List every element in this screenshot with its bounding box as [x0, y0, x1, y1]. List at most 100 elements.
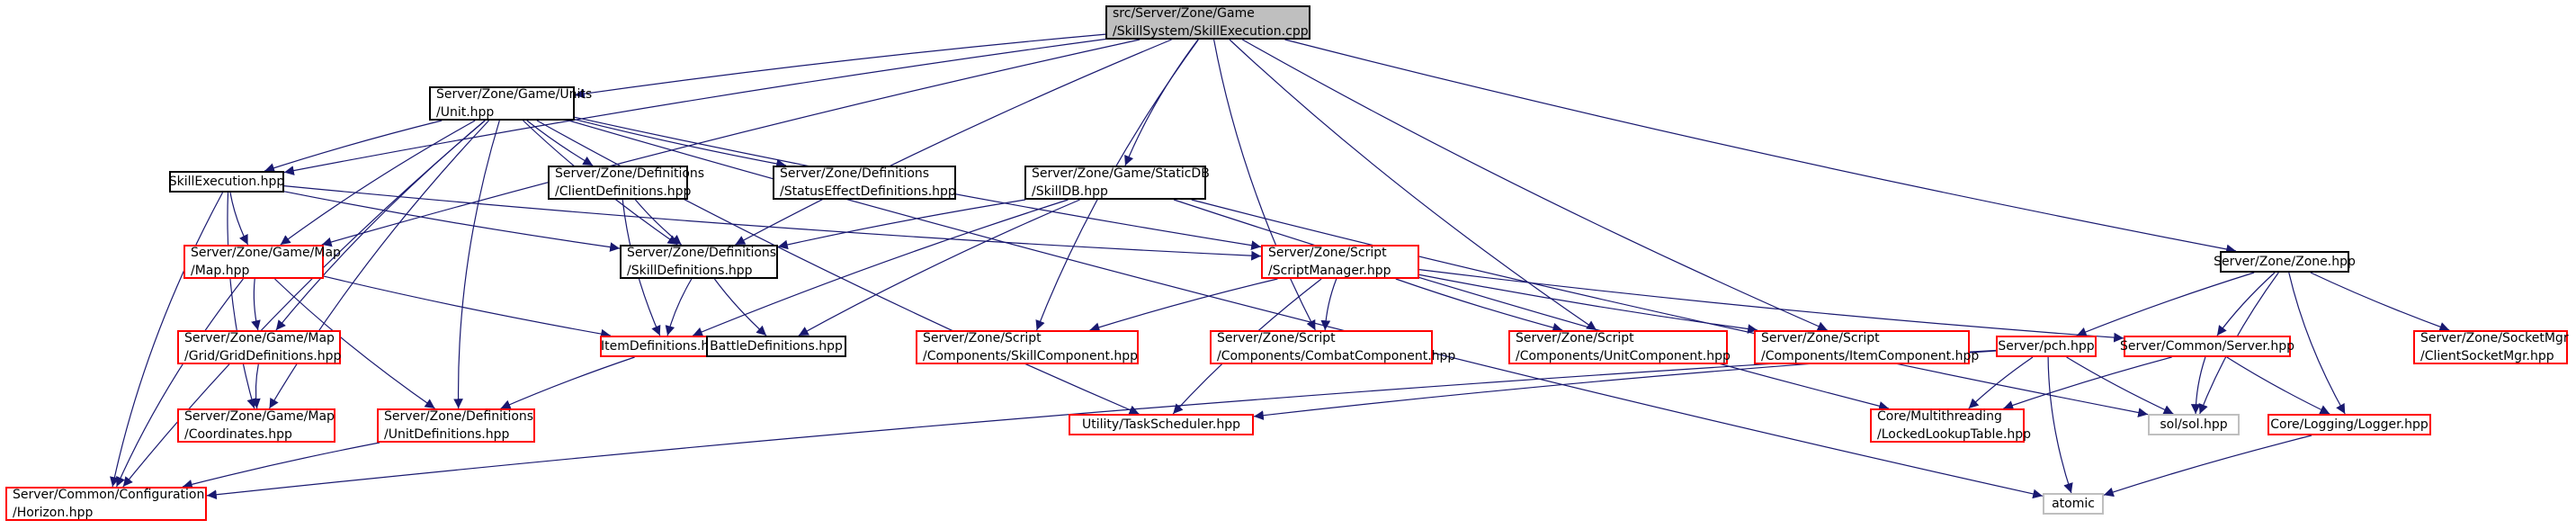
node-clientsocketmgr-hpp[interactable]: Server/Zone/SocketMgr/ClientSocketMgr.hp… — [2413, 330, 2569, 364]
node-statuseffect-hpp[interactable]: Server/Zone/Definitions/StatusEffectDefi… — [773, 166, 956, 200]
node-label-line: src/Server/Zone/Game — [1113, 6, 1255, 21]
node-label-line: /SkillDB.hpp — [1032, 184, 1108, 199]
edge-unit-hpp-to-unitdefs-hpp — [453, 120, 500, 409]
node-label-line: Server/Zone/Game/Map — [184, 331, 335, 345]
node-scriptmanager-hpp[interactable]: Server/Zone/Script/ScriptManager.hpp — [1261, 245, 1419, 279]
node-unit-hpp[interactable]: Server/Zone/Game/Units/Unit.hpp — [429, 86, 592, 121]
edge-skillexec-cpp-to-unit-hpp — [574, 33, 1106, 99]
node-taskscheduler-hpp[interactable]: Utility/TaskScheduler.hpp — [1069, 414, 1254, 435]
node-coordinates-hpp[interactable]: Server/Zone/Game/Map/Coordinates.hpp — [177, 408, 335, 443]
edge-server-hpp-to-logger-hpp — [2226, 356, 2330, 415]
node-label-line: SkillExecution.hpp — [168, 175, 285, 189]
node-label-line: /ClientDefinitions.hpp — [555, 184, 692, 199]
node-label-line: sol/sol.hpp — [2160, 417, 2228, 432]
edge-pch-hpp-to-horizon-hpp — [206, 349, 1997, 500]
node-label-line: /StatusEffectDefinitions.hpp — [780, 184, 956, 199]
node-label-line: Server/Zone/SocketMgr — [2420, 331, 2569, 345]
edge-zone-hpp-to-clientsocketmgr-hpp — [2310, 272, 2450, 332]
node-label-line: Server/Zone/Script — [1761, 331, 1880, 345]
node-label-line: BattleDefinitions.hpp — [710, 339, 843, 354]
edge-zone-hpp-to-server-hpp — [2216, 272, 2276, 336]
edge-zone-hpp-to-pch-hpp — [2076, 272, 2255, 336]
edge-zone-hpp-to-logger-hpp — [2288, 272, 2346, 415]
node-label-line: /SkillDefinitions.hpp — [627, 264, 753, 278]
node-skillcomponent-hpp[interactable]: Server/Zone/Script/Components/SkillCompo… — [916, 330, 1139, 364]
edge-skillexec-cpp-to-skilldb-hpp — [1124, 39, 1199, 166]
edge-unit-hpp-to-clientdefs-hpp — [526, 120, 594, 166]
edge-unit-hpp-to-taskscheduler-hpp — [536, 120, 1140, 415]
node-label-line: ItemDefinitions.hpp — [600, 339, 726, 354]
node-zone-hpp[interactable]: Server/Zone/Zone.hpp — [2214, 251, 2356, 273]
node-label-line: Server/Zone/Definitions — [780, 166, 930, 181]
node-label-line: /ClientSocketMgr.hpp — [2420, 349, 2554, 363]
node-label-line: /Components/ItemComponent.hpp — [1761, 349, 1980, 363]
node-label-line: Server/Zone/Game/Map — [191, 246, 341, 260]
node-itemdefs-hpp[interactable]: ItemDefinitions.hpp — [600, 336, 726, 357]
node-skillexecution-hpp[interactable]: SkillExecution.hpp — [169, 171, 284, 193]
node-label-line: /Coordinates.hpp — [184, 427, 292, 442]
node-unitcomponent-hpp[interactable]: Server/Zone/Script/Components/UnitCompon… — [1508, 330, 1731, 364]
edge-unit-hpp-to-coordinates-hpp — [268, 120, 489, 409]
edge-skillexecution-hpp-to-map-hpp — [229, 192, 249, 246]
node-label-line: /LockedLookupTable.hpp — [1877, 427, 2032, 442]
node-server-hpp[interactable]: Server/Common/Server.hpp — [2120, 336, 2294, 357]
node-label-line: /Components/CombatComponent.hpp — [1217, 349, 1456, 363]
node-label-line: /SkillSystem/SkillExecution.cpp — [1113, 24, 1309, 39]
node-label-line: Server/Zone/Script — [1217, 331, 1336, 345]
edge-griddefs-hpp-to-coordinates-hpp — [250, 363, 261, 409]
edge-pch-hpp-to-sol-hpp — [2066, 356, 2174, 415]
edge-skillexec-cpp-to-combatcomponent-hpp — [1213, 39, 1316, 331]
edge-skilldb-hpp-to-skilldefs-hpp — [777, 199, 1026, 250]
node-label-line: Server/Zone/Game/Map — [184, 409, 335, 424]
edge-scriptmanager-hpp-to-itemcomponent-hpp — [1418, 273, 1758, 334]
edge-clientdefs-hpp-to-skilldefs-hpp — [634, 199, 682, 246]
node-label-line: Server/Common/Configuration — [13, 488, 205, 502]
node-battledefs-hpp[interactable]: BattleDefinitions.hpp — [706, 336, 846, 357]
edge-skilldefs-hpp-to-battledefs-hpp — [713, 278, 767, 336]
node-label-line: /Map.hpp — [191, 264, 250, 278]
node-label-line: Core/Multithreading — [1877, 409, 2002, 424]
node-map-hpp[interactable]: Server/Zone/Game/Map/Map.hpp — [183, 245, 341, 279]
node-pch-hpp[interactable]: Server/pch.hpp — [1996, 336, 2097, 357]
node-lockedlookup-hpp[interactable]: Core/Multithreading/LockedLookupTable.hp… — [1870, 408, 2031, 443]
edge-skillexec-cpp-to-skillexecution-hpp — [283, 38, 1106, 175]
edge-map-hpp-to-unitdefs-hpp — [274, 278, 435, 409]
node-label-line: Core/Logging/Logger.hpp — [2270, 417, 2428, 432]
edge-unit-hpp-to-statuseffect-hpp — [574, 119, 787, 169]
node-horizon-hpp[interactable]: Server/Common/Configuration/Horizon.hpp — [5, 487, 207, 521]
node-label-line: Server/Zone/Script — [1516, 331, 1634, 345]
node-label-line: /Components/UnitComponent.hpp — [1516, 349, 1731, 363]
node-label-line: Server/Zone/Zone.hpp — [2214, 255, 2356, 269]
edge-pch-hpp-to-lockedlookup-hpp — [1968, 356, 2034, 409]
edge-itemdefs-hpp-to-unitdefs-hpp — [500, 356, 635, 409]
edge-skillexecution-hpp-to-scriptmanager-hpp — [283, 185, 1262, 261]
node-griddefs-hpp[interactable]: Server/Zone/Game/Map/Grid/GridDefinition… — [177, 330, 341, 364]
node-logger-hpp[interactable]: Core/Logging/Logger.hpp — [2267, 414, 2431, 435]
edge-scriptmanager-hpp-to-server-hpp — [1418, 269, 2124, 343]
node-itemcomponent-hpp[interactable]: Server/Zone/Script/Components/ItemCompon… — [1754, 330, 1979, 364]
node-label-line: Server/Common/Server.hpp — [2119, 339, 2295, 354]
node-unitdefs-hpp[interactable]: Server/Zone/Definitions/UnitDefinitions.… — [377, 408, 535, 443]
edge-scriptmanager-hpp-to-unitcomponent-hpp — [1395, 278, 1563, 333]
edge-server-hpp-to-lockedlookup-hpp — [2003, 356, 2172, 410]
node-label-line: /Components/SkillComponent.hpp — [923, 349, 1139, 363]
node-combatcomponent-hpp[interactable]: Server/Zone/Script/Components/CombatComp… — [1210, 330, 1455, 364]
node-skilldefs-hpp[interactable]: Server/Zone/Definitions/SkillDefinitions… — [620, 245, 778, 279]
edge-skillexecution-hpp-to-coordinates-hpp — [227, 192, 256, 409]
edge-skilldb-hpp-to-sol-hpp — [1191, 199, 2149, 417]
node-skilldb-hpp[interactable]: Server/Zone/Game/StaticDB/SkillDB.hpp — [1024, 166, 1210, 200]
edge-skilldefs-hpp-to-itemdefs-hpp — [665, 278, 693, 336]
node-label-line: Server/Zone/Script — [923, 331, 1042, 345]
node-label-line: Server/Zone/Definitions — [627, 246, 777, 260]
edge-skillexec-cpp-to-unitcomponent-hpp — [1229, 39, 1597, 331]
node-label-line: atomic — [2052, 497, 2095, 511]
edge-map-hpp-to-horizon-hpp — [116, 278, 244, 488]
node-clientdefs-hpp[interactable]: Server/Zone/Definitions/ClientDefinition… — [548, 166, 704, 200]
edge-logger-hpp-to-atomic — [2103, 435, 2312, 498]
edge-skillexecution-hpp-to-horizon-hpp — [110, 192, 224, 488]
edge-unit-hpp-to-map-hpp — [280, 120, 476, 246]
node-label-line: /UnitDefinitions.hpp — [384, 427, 510, 442]
node-label-line: Server/Zone/Script — [1268, 246, 1387, 260]
edge-map-hpp-to-griddefs-hpp — [251, 278, 261, 331]
